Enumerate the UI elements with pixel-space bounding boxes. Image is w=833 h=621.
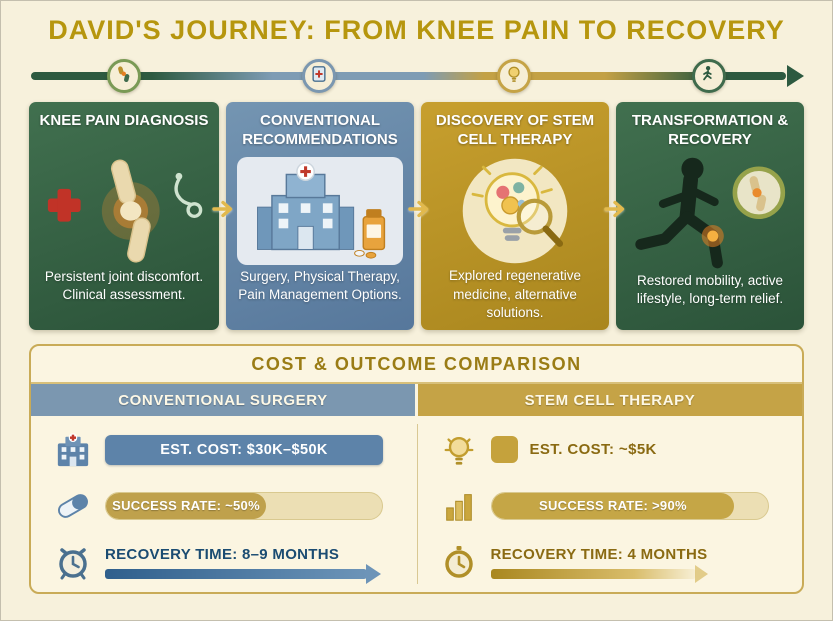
stage-description: Surgery, Physical Therapy, Pain Manageme… xyxy=(238,269,402,303)
bar-chart-icon xyxy=(439,488,479,524)
stage-description: Restored mobility, active lifestyle, lon… xyxy=(636,273,784,307)
success-rate-row: SUCCESS RATE: ~50% xyxy=(53,482,401,529)
recovery-time-label: RECOVERY TIME: 4 MONTHS xyxy=(490,545,708,563)
hospital-icon xyxy=(53,432,93,468)
column-conventional-surgery: EST. COST: $30K–$50K SUCCESS RATE: ~50% xyxy=(31,416,417,592)
lightbulb-icon xyxy=(505,65,523,88)
journey-timeline xyxy=(31,58,804,94)
recovery-arrow-icon xyxy=(105,563,381,584)
medicine-cabinet-icon xyxy=(310,65,328,88)
stage-card-conventional-recommendations: CONVENTIONAL RECOMMENDATIONS xyxy=(226,102,414,330)
stage-card-transformation-recovery: TRANSFORMATION & RECOVERY Restored mobil… xyxy=(616,102,804,330)
stage-arrow-icon xyxy=(408,200,432,223)
hospital-icon xyxy=(236,154,404,268)
alarm-clock-icon xyxy=(53,543,93,581)
stage-description: Persistent joint discomfort. Clinical as… xyxy=(44,269,204,303)
timeline-bar xyxy=(31,72,786,80)
page-title: DAVID'S JOURNEY: FROM KNEE PAIN TO RECOV… xyxy=(48,15,785,45)
recovery-time-row: RECOVERY TIME: 4 MONTHS xyxy=(439,539,787,586)
timeline-arrowhead-icon xyxy=(787,65,804,87)
stage-arrow-icon xyxy=(212,200,236,223)
cost-value-label: EST. COST: ~$5K xyxy=(529,441,657,459)
stage-title: KNEE PAIN DIAGNOSIS xyxy=(39,112,209,129)
knee-pain-icon xyxy=(39,154,209,268)
recovery-time-label: RECOVERY TIME: 8–9 MONTHS xyxy=(105,545,340,563)
timeline-node-3 xyxy=(497,59,532,93)
cost-row: EST. COST: ~$5K xyxy=(439,426,787,473)
stage-title: TRANSFORMATION & RECOVERY xyxy=(631,112,789,148)
stage-description: Explored regenerative medicine, alternat… xyxy=(448,268,582,320)
journey-stages: KNEE PAIN DIAGNOSIS Persistent joint dis… xyxy=(29,102,804,330)
cost-row: EST. COST: $30K–$50K xyxy=(53,426,401,473)
success-rate-track: SUCCESS RATE: >90% xyxy=(490,491,769,520)
icon-panel xyxy=(237,157,403,265)
knee-joint-icon xyxy=(115,65,133,88)
recovery-arrow-icon xyxy=(490,564,708,583)
runner-icon xyxy=(700,65,718,88)
comparison-table: COST & OUTCOME COMPARISON CONVENTIONAL S… xyxy=(29,344,804,594)
recovery-time-block: RECOVERY TIME: 4 MONTHS xyxy=(490,545,708,583)
runner-icon xyxy=(692,59,727,93)
stopwatch-icon xyxy=(439,543,479,581)
cost-value-bar: EST. COST: $30K–$50K xyxy=(105,434,383,465)
stage-card-discovery-stem-cell-therapy: DISCOVERY OF STEM CELL THERAPY Explored … xyxy=(421,102,609,330)
success-rate-track: SUCCESS RATE: ~50% xyxy=(105,491,383,520)
runner-silhouette-icon xyxy=(626,154,794,272)
stage-arrow-icon xyxy=(604,200,628,223)
column-stem-cell-therapy: EST. COST: ~$5K SUCCESS RATE: >90% xyxy=(417,416,803,592)
stage-title: DISCOVERY OF STEM CELL THERAPY xyxy=(435,112,595,148)
lightbulb-icon xyxy=(439,432,479,468)
comparison-headers: CONVENTIONAL SURGERY STEM CELL THERAPY xyxy=(31,384,802,416)
lightbulb-magnifier-icon xyxy=(431,154,599,267)
success-rate-fill: SUCCESS RATE: >90% xyxy=(491,492,735,519)
recovery-time-block: RECOVERY TIME: 8–9 MONTHS xyxy=(105,545,381,584)
column-header-stem-cell-therapy: STEM CELL THERAPY xyxy=(418,384,802,416)
cost-swatch xyxy=(490,436,518,464)
timeline-node-2 xyxy=(301,59,336,93)
success-rate-row: SUCCESS RATE: >90% xyxy=(439,482,787,529)
stage-title: CONVENTIONAL RECOMMENDATIONS xyxy=(242,112,398,148)
comparison-title: COST & OUTCOME COMPARISON xyxy=(31,346,802,384)
stage-card-knee-pain-diagnosis: KNEE PAIN DIAGNOSIS Persistent joint dis… xyxy=(29,102,219,330)
comparison-body: EST. COST: $30K–$50K SUCCESS RATE: ~50% xyxy=(31,416,802,592)
pill-icon xyxy=(53,488,93,524)
recovery-time-row: RECOVERY TIME: 8–9 MONTHS xyxy=(53,539,401,586)
column-header-conventional-surgery: CONVENTIONAL SURGERY xyxy=(31,384,418,416)
success-rate-fill: SUCCESS RATE: ~50% xyxy=(106,492,267,519)
timeline-node-1 xyxy=(106,59,141,93)
